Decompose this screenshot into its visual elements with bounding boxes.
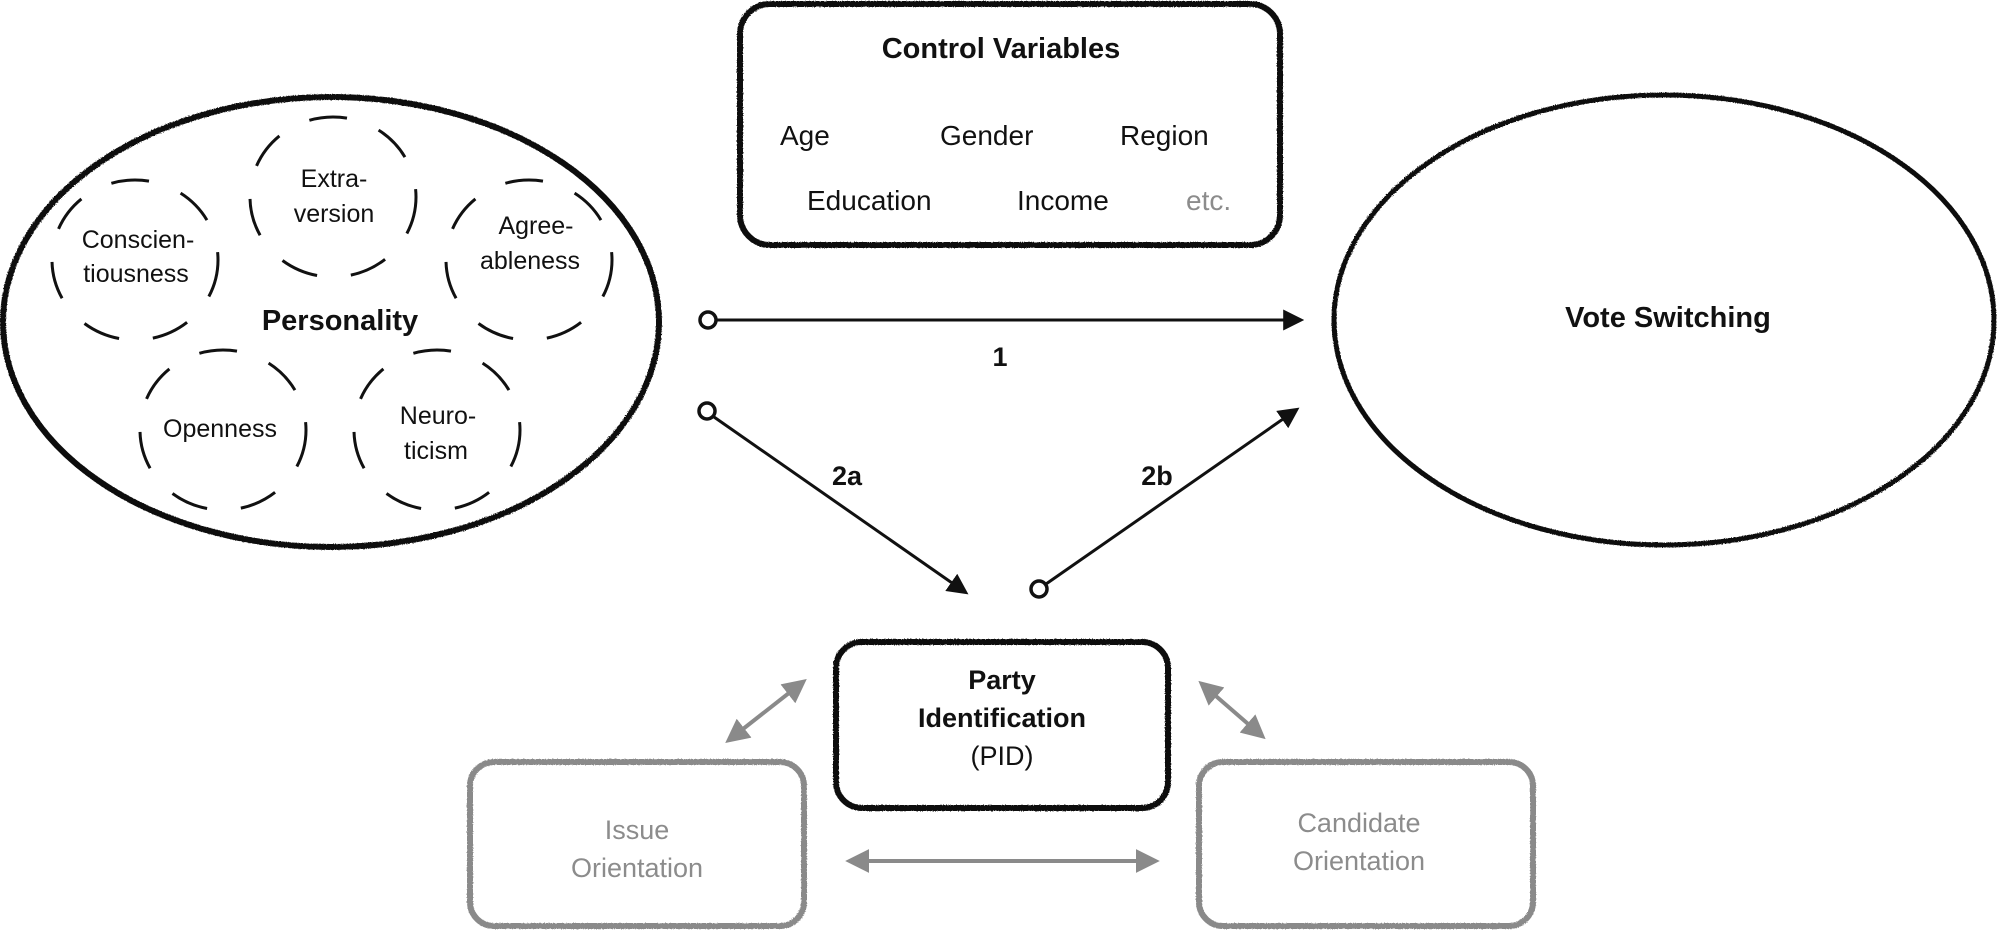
candidate-orientation-line1: Candidate — [1297, 808, 1420, 838]
trait-agreeableness: Agree- ableness — [444, 178, 614, 342]
control-var-etc: etc. — [1186, 185, 1231, 216]
pid-candidate-double-arrow — [1198, 680, 1266, 740]
trait-label-line2: ticism — [404, 437, 468, 465]
pid-box — [833, 639, 1171, 811]
trait-label-line2: version — [294, 200, 375, 228]
trait-label-line1: Conscien- — [82, 226, 195, 254]
vote-switching-node: Vote Switching — [1331, 92, 1997, 548]
personality-node: Personality Conscien- tiousness Extra- v… — [0, 94, 662, 550]
issue-orientation-box — [467, 759, 807, 929]
vote-switching-ellipse — [1331, 92, 1997, 548]
trait-label-line1: Extra- — [301, 165, 368, 193]
candidate-orientation-line2: Orientation — [1293, 846, 1425, 876]
control-var-income: Income — [1017, 185, 1109, 216]
trait-label-line1: Agree- — [498, 212, 573, 240]
pid-abbr: (PID) — [971, 741, 1034, 771]
path-2b-label: 2b — [1141, 461, 1173, 491]
trait-openness: Openness — [138, 348, 308, 512]
path-2a-label: 2a — [832, 461, 863, 491]
trait-conscientiousness: Conscien- tiousness — [50, 178, 220, 342]
trait-label-line2: tiousness — [83, 260, 189, 288]
issue-orientation-line2: Orientation — [571, 853, 703, 883]
issue-orientation-line1: Issue — [605, 815, 670, 845]
trait-label-line2: ableness — [480, 247, 580, 275]
vote-switching-label: Vote Switching — [1565, 302, 1771, 334]
control-variables-box — [737, 1, 1283, 248]
trait-label: Openness — [163, 415, 277, 443]
pid-node: Party Identification (PID) — [833, 639, 1171, 811]
candidate-orientation-box — [1196, 759, 1536, 929]
control-var-age: Age — [780, 120, 830, 151]
pid-label-line1: Party — [968, 665, 1036, 695]
control-var-region: Region — [1120, 120, 1209, 151]
candidate-orientation-node: Candidate Orientation — [1196, 759, 1536, 929]
path-2a-arrow: 2a — [697, 401, 969, 595]
path-1-arrow: 1 — [698, 309, 1305, 372]
path-2b-arrow: 2b — [1029, 407, 1300, 599]
path-2b-origin-circle — [1029, 579, 1049, 599]
trait-extraversion: Extra- version — [248, 115, 418, 279]
control-variables-title: Control Variables — [882, 33, 1121, 65]
path-1-origin-circle — [698, 310, 718, 330]
personality-label: Personality — [262, 305, 418, 337]
control-var-gender: Gender — [940, 120, 1033, 151]
pid-label-line2: Identification — [918, 703, 1086, 733]
issue-pid-double-arrow — [725, 679, 807, 743]
trait-neuroticism: Neuro- ticism — [352, 348, 522, 512]
personality-ellipse — [0, 94, 662, 550]
path-2a-origin-circle — [697, 401, 717, 421]
path-1-label: 1 — [992, 342, 1007, 372]
issue-orientation-node: Issue Orientation — [467, 759, 807, 929]
control-variables-node: Control Variables Age Gender Region Educ… — [737, 1, 1283, 248]
control-var-education: Education — [807, 185, 932, 216]
trait-label-line1: Neuro- — [400, 402, 476, 430]
